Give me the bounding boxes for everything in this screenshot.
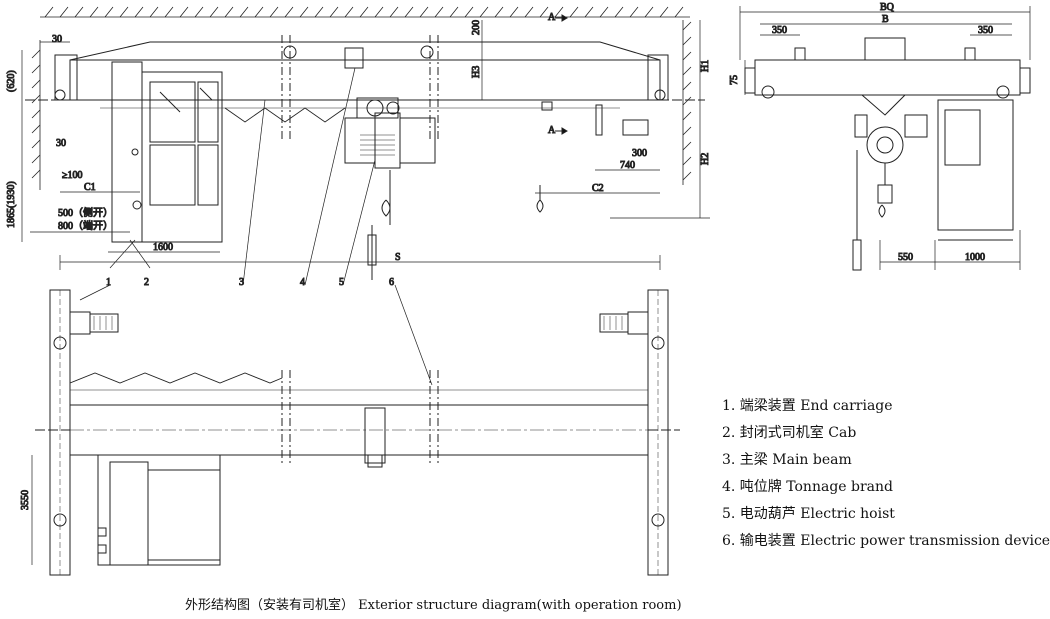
dim-1865-1930: 1865(1930) [6,181,17,228]
dim-bq: BQ [880,2,895,13]
dim-c1: C1 [84,182,96,193]
dim-h1: H1 [700,60,711,72]
cab-plan [97,454,221,566]
dim-200: 200 [471,20,482,35]
legend-item-electric-hoist: 5. 电动葫芦 Electric hoist [722,506,895,522]
callout-6: 6 [389,277,394,288]
end-carriage-left [54,54,78,101]
end-carriage-side [754,59,1021,96]
dim-30: 30 [56,138,66,149]
dim-350-left: 350 [772,25,787,36]
legend-item-end-carriage: 1. 端梁装置 End carriage [722,398,893,414]
plan-view: 3550 [20,289,680,576]
legend-item-tonnage-brand: 4. 吨位牌 Tonnage brand [722,479,893,495]
callout-1: 1 [106,277,111,288]
dim-top-30: 30 [52,34,62,45]
tonnage-brand-plate [344,47,364,69]
electric-hoist-elevation [344,97,436,225]
dim-ge100: ≥100 [62,170,83,181]
callout-3: 3 [239,277,244,288]
dim-b: B [882,14,889,25]
component-legend: 1. 端梁装置 End carriage 2. 封闭式司机室 Cab 3. 主梁… [722,393,1050,555]
end-carriage-left-plan [49,289,71,576]
dim-h3: H3 [471,66,482,78]
section-mark-a-top: A [548,12,556,23]
dim-740: 740 [620,160,635,171]
end-carriage-right-plan [647,289,669,576]
callout-4: 4 [300,277,305,288]
dim-350-right: 350 [978,25,993,36]
cab-elevation [111,61,223,243]
dim-550: 550 [898,252,913,263]
dim-620: (620) [6,70,17,92]
dim-c2: C2 [592,183,604,194]
dim-300: 300 [632,148,647,159]
dim-1000: 1000 [965,252,985,263]
right-wall-hatch [682,20,692,185]
ceiling-hatch [40,6,690,18]
left-wall-hatch [31,40,41,190]
dim-3550: 3550 [20,490,31,510]
dim-h2: H2 [700,153,711,165]
diagram-caption: 外形结构图（安装有司机室） Exterior structure diagram… [185,598,682,613]
callout-2: 2 [144,277,149,288]
side-view: BQ B 350 350 75 550 1000 [729,2,1031,271]
festoon-cable [224,107,346,123]
legend-item-main-beam: 3. 主梁 Main beam [722,452,852,468]
front-elevation-view: A A [6,6,712,386]
callout-5: 5 [339,277,344,288]
legend-item-power-transmission: 6. 输电装置 Electric power transmission devi… [722,533,1050,549]
dim-s: S [395,252,401,263]
section-mark-a-bottom: A [548,125,556,136]
legend-item-cab: 2. 封闭式司机室 Cab [722,425,857,441]
dim-500: 500（侧开） [58,206,113,219]
dim-800: 800（端开） [58,219,113,232]
dim-75: 75 [729,75,740,85]
main-beam-elevation [69,59,661,101]
dim-1600: 1600 [153,242,173,253]
